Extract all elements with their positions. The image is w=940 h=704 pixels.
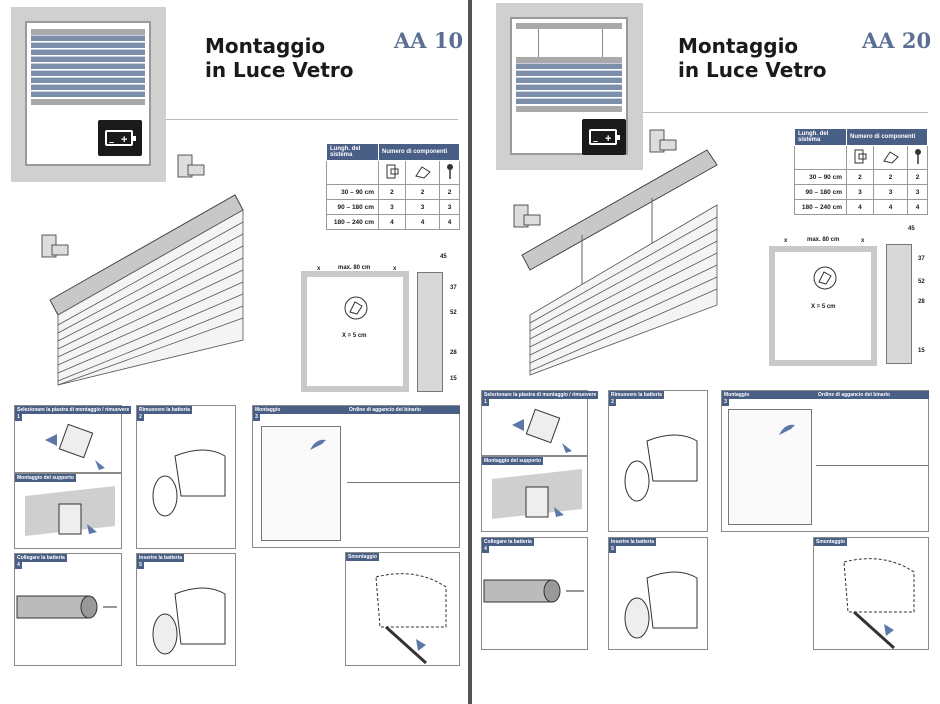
model-code: AA 10 (394, 28, 464, 53)
arrow-icon (310, 436, 326, 450)
blind-illustration (513, 129, 718, 376)
step-1-panel: Selezionare la piastra di montaggio / ri… (14, 405, 132, 473)
clip-icon (813, 266, 837, 290)
bracket-mount-illustration (492, 469, 582, 519)
screw-icon (446, 163, 453, 179)
page-title: Montaggio in Luce Vetro (205, 34, 354, 82)
max-width-label: max. 80 cm (807, 237, 840, 243)
clip-icon (344, 296, 368, 320)
step-6-panel: Smontaggio (345, 552, 460, 666)
page-divider (468, 0, 472, 704)
page-aa20: –+ Montaggio in Luce Vetro AA 20 Lungh. … (472, 0, 940, 704)
battery-connect-illustration (483, 579, 584, 603)
model-code: AA 20 (862, 28, 932, 53)
disassembly-illustration (843, 558, 915, 650)
window-frame (301, 271, 409, 392)
step-1b-panel: Montaggio del supporto (481, 456, 588, 532)
screw-icon (914, 148, 921, 164)
max-width-label: max. 80 cm (338, 265, 371, 271)
divider-line (166, 119, 458, 120)
product-thumbnail: –+ (11, 7, 166, 182)
bracket-icon (513, 129, 677, 228)
page-aa10: –+ Montaggio in Luce Vetro AA 10 Lungh. … (0, 0, 468, 704)
bracket-icon (386, 164, 399, 178)
bracket-icon (41, 154, 205, 258)
battery-insert-illustration (624, 571, 698, 639)
battery-removal-illustration (152, 449, 226, 517)
arrow-icon (779, 421, 795, 435)
mounting-plate-illustration (45, 423, 105, 470)
x-value-label: X = 5 cm (811, 304, 836, 310)
step-1-panel: Selezionare la piastra di montaggio / ri… (481, 390, 599, 456)
clip-icon (882, 150, 899, 164)
disassembly-illustration (375, 573, 447, 665)
step-6-panel: Smontaggio (813, 537, 929, 650)
battery-insert-illustration (152, 587, 226, 655)
battery-icon: –+ (582, 119, 626, 155)
bracket-mount-illustration (25, 486, 115, 536)
blind-illustration (41, 154, 244, 386)
window-frame (769, 246, 877, 366)
side-profile (417, 272, 443, 392)
side-profile (886, 244, 912, 364)
bracket-icon (854, 149, 867, 163)
product-thumbnail: –+ (496, 3, 643, 170)
mounting-plate-illustration (512, 408, 572, 453)
clip-icon (414, 165, 431, 179)
step-1b-panel: Montaggio del supporto (14, 473, 122, 549)
page-title: Montaggio in Luce Vetro (678, 34, 827, 82)
battery-removal-illustration (624, 434, 698, 502)
battery-icon: –+ (98, 120, 142, 156)
x-value-label: X = 5 cm (342, 333, 367, 339)
divider-line (643, 112, 928, 113)
battery-connect-illustration (16, 595, 117, 619)
